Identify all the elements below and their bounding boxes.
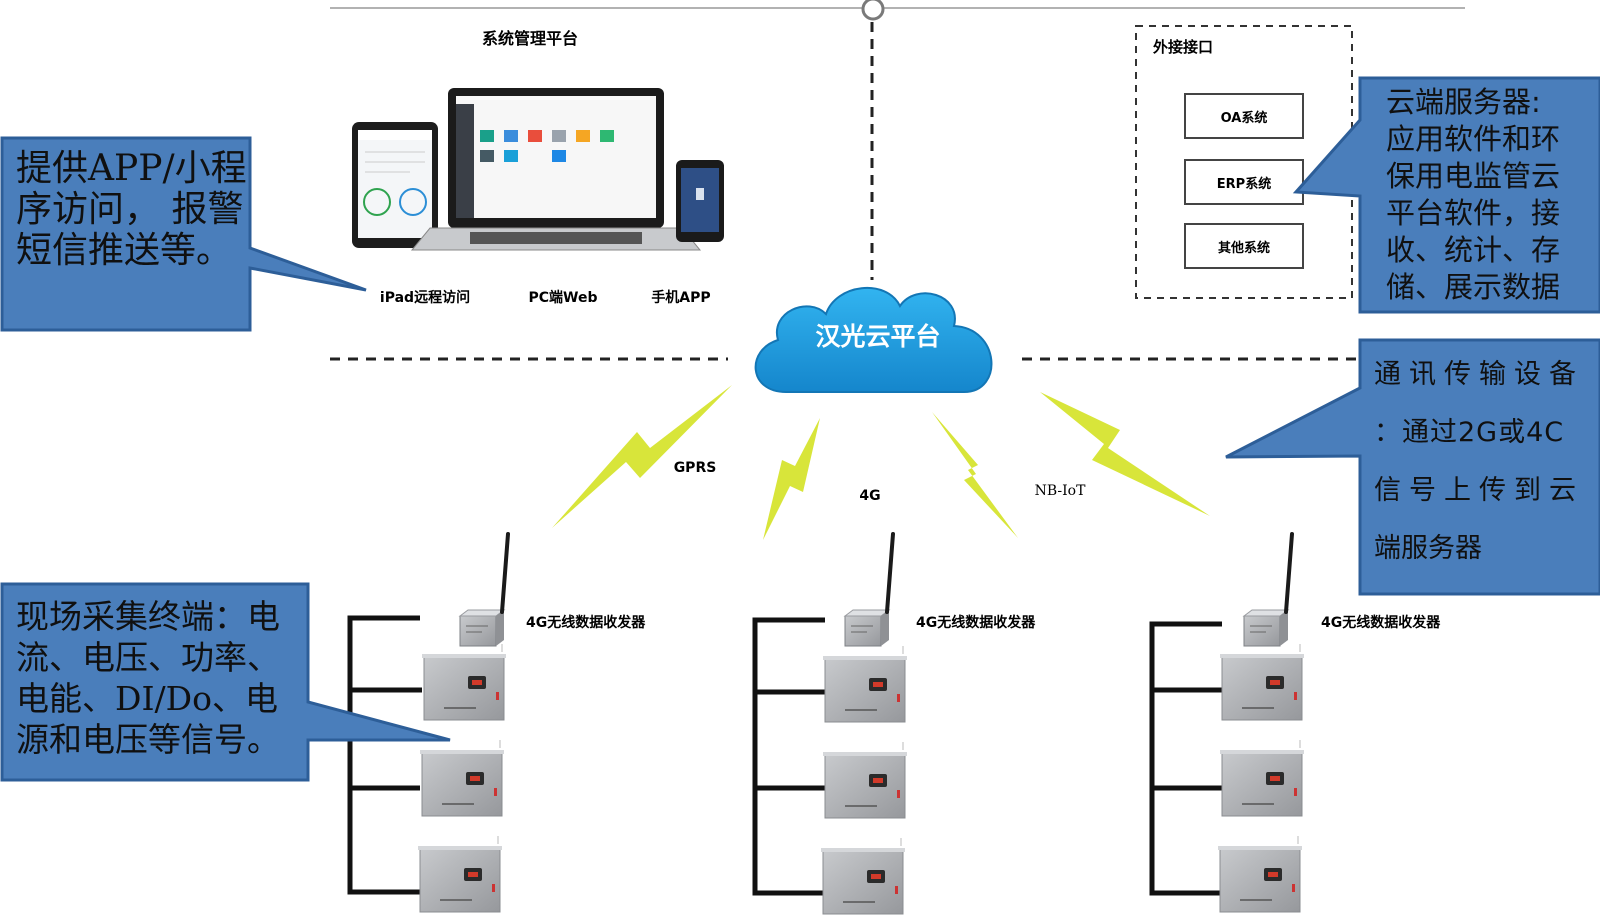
- interface-other: [1184, 223, 1304, 269]
- link-label-nbiot: NB-IoT: [1035, 483, 1086, 499]
- meter-box-icon: [417, 835, 503, 913]
- callout-server-line: 保用电监管云: [1386, 159, 1561, 193]
- device-label-ipad: iPad远程访问: [380, 289, 470, 306]
- interface-title: 外接接口: [1152, 38, 1213, 56]
- callout-server-text: 云端服务器: 应用软件和环 保用电监管云 平台软件，接 收、统计、存 储、展示数…: [1386, 84, 1560, 306]
- top-node-icon: [861, 0, 885, 21]
- meter-box-icon: [1217, 835, 1303, 913]
- transceiver-icon: [1242, 532, 1294, 648]
- callout-comm-line: ：通过2G或4C: [1374, 417, 1565, 448]
- meter-box-icon: [1219, 643, 1305, 721]
- meter-box-icon: [820, 837, 906, 915]
- callout-server-line: 应用软件和环: [1386, 122, 1561, 156]
- callout-field: [0, 582, 451, 782]
- lightning-4g-icon: [763, 418, 820, 540]
- meter-box-icon: [421, 643, 507, 721]
- interface-oa-label: OA系统: [1221, 110, 1268, 126]
- meter-box-icon: [822, 645, 908, 723]
- lightning-nbiot-icon: [932, 412, 1018, 538]
- device-label-pc: PC端Web: [529, 289, 598, 306]
- callout-comm-text: 通讯传输设备 ：通过2G或4C 信号上传到云 端服务器: [1374, 346, 1584, 578]
- interface-erp-label: ERP系统: [1217, 176, 1271, 192]
- link-label-4g: 4G: [859, 488, 880, 504]
- callout-server-line: 收、统计、存: [1386, 233, 1561, 267]
- callout-comm: [1225, 338, 1600, 596]
- interface-other-label: 其他系统: [1218, 240, 1270, 256]
- cloud-icon: [754, 286, 993, 393]
- callout-field-line: 现场采集终端：电: [16, 597, 280, 636]
- link-label-gprs: GPRS: [674, 460, 717, 476]
- transceiver-icon: [458, 532, 510, 648]
- callout-comm-line: 端服务器: [1374, 533, 1482, 564]
- transceiver-label-1: 4G无线数据收发器: [526, 614, 646, 631]
- transceiver-label-3: 4G无线数据收发器: [1321, 614, 1441, 631]
- cloud-label: 汉光云平台: [815, 322, 940, 351]
- callout-comm-line: 信号上传到云: [1374, 475, 1584, 506]
- device-label-app: 手机APP: [651, 289, 710, 306]
- phone-icon: [676, 160, 724, 242]
- callout-field-line: 电能、DI/Do、电: [16, 679, 278, 718]
- callout-app-line: 短信推送等。: [16, 230, 233, 271]
- callout-comm-line: 通讯传输设备: [1374, 359, 1584, 390]
- callout-field-line: 源和电压等信号。: [16, 720, 280, 759]
- lightning-right-icon: [1040, 392, 1210, 516]
- tablet-icon: [352, 122, 438, 248]
- terminal-group-1: [347, 532, 510, 913]
- laptop-icon: [410, 88, 702, 251]
- callout-field-text: 现场采集终端：电 流、电压、功率、 电能、DI/Do、电 源和电压等信号。: [16, 596, 280, 760]
- callout-app-line: 序访问， 报警: [16, 189, 244, 230]
- callout-server-line: 云端服务器:: [1386, 85, 1541, 119]
- terminal-group-3: [1149, 532, 1305, 913]
- callout-server: [1292, 76, 1600, 314]
- callout-field-line: 流、电压、功率、: [16, 638, 280, 677]
- platform-title: 系统管理平台: [482, 29, 578, 48]
- terminal-group-2: [752, 532, 908, 915]
- callout-server-line: 平台软件，接: [1386, 196, 1561, 230]
- meter-box-icon: [419, 739, 505, 817]
- lightning-bolts: [552, 385, 1210, 540]
- callout-app-line: 提供APP/小程: [16, 148, 247, 189]
- callout-app-text: 提供APP/小程 序访问， 报警 短信推送等。: [16, 148, 247, 271]
- interface-oa: [1184, 93, 1304, 139]
- callout-app: [0, 136, 367, 332]
- interface-erp: [1184, 159, 1304, 205]
- lightning-gprs-icon: [552, 385, 732, 528]
- transceiver-icon: [843, 532, 895, 648]
- transceiver-label-2: 4G无线数据收发器: [916, 614, 1036, 631]
- callout-server-line: 储、展示数据: [1386, 270, 1561, 304]
- meter-box-icon: [822, 741, 908, 819]
- meter-box-icon: [1219, 739, 1305, 817]
